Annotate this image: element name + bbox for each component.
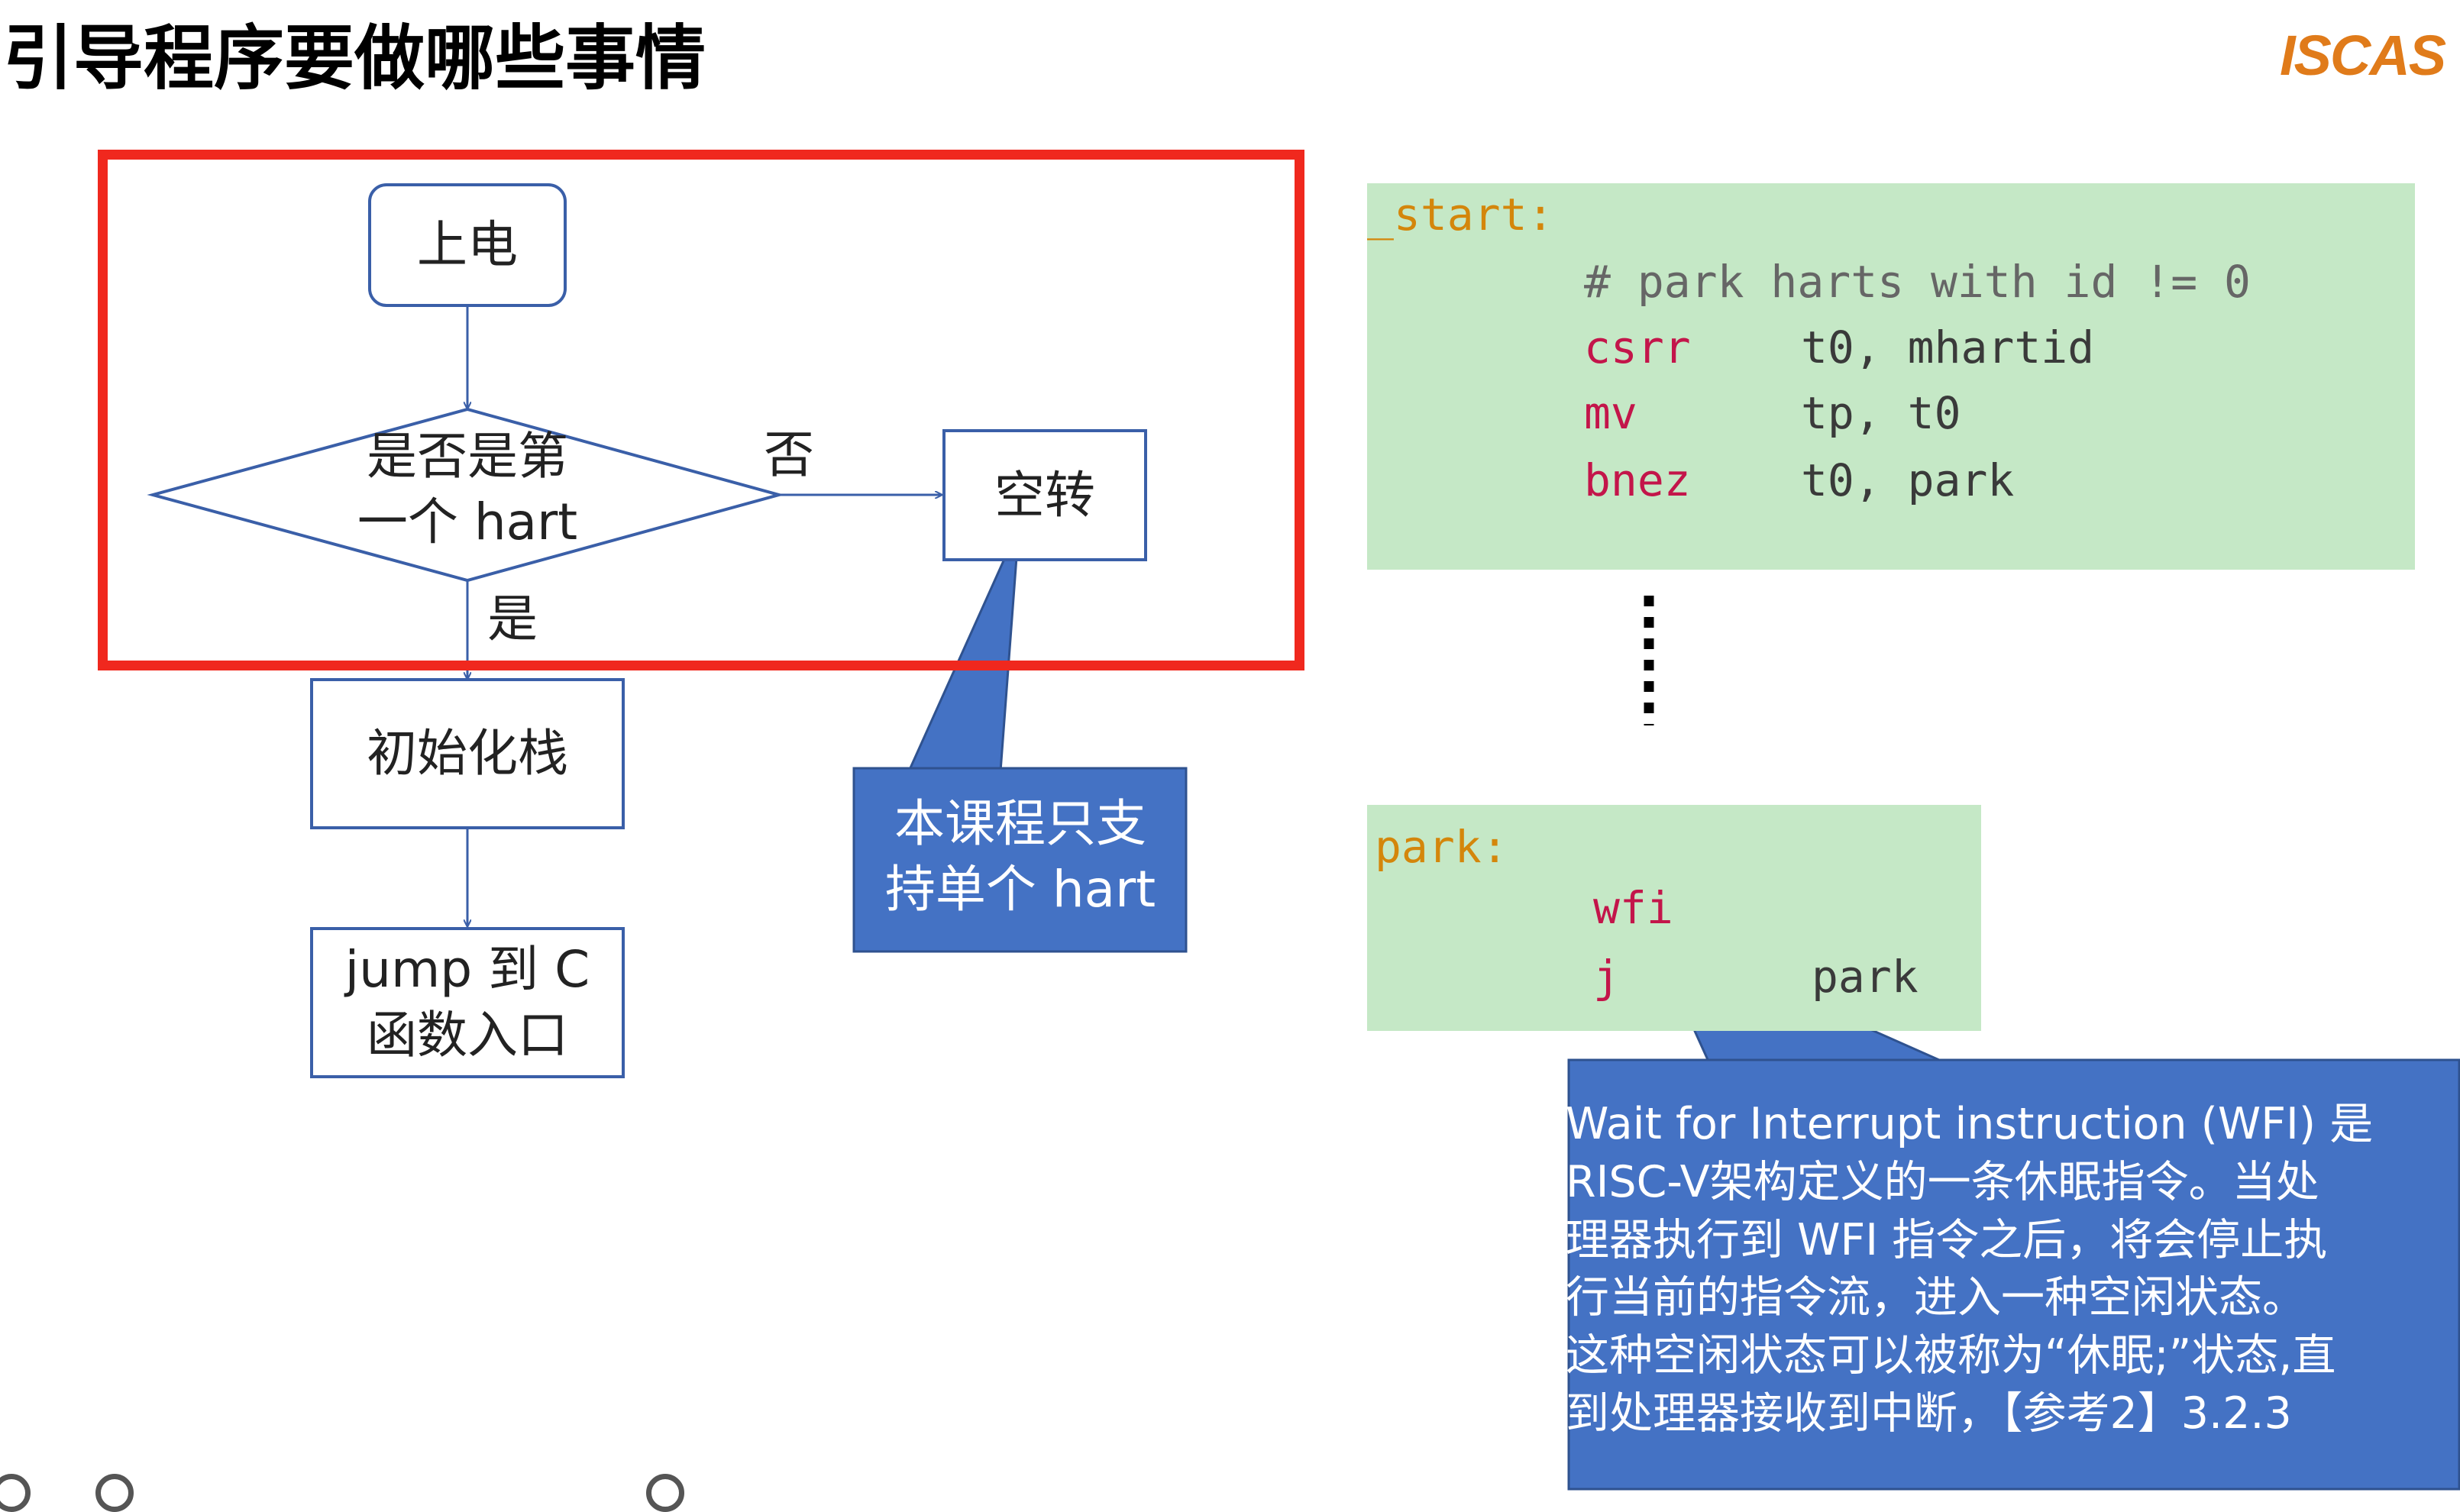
node-power-on: 上电 <box>368 183 567 307</box>
code-op: bnez <box>1584 454 1691 506</box>
code-op: j <box>1593 951 1620 1003</box>
node-init-stack: 初始化栈 <box>310 678 625 829</box>
wfi-note-line: Wait for Interrupt instruction (WFI) 是 <box>1566 1099 2374 1149</box>
code-args: t0, park <box>1801 454 2015 506</box>
no-label: 否 <box>764 425 814 484</box>
code-label-park: park: <box>1375 821 1508 873</box>
code-args: park <box>1812 951 1919 1003</box>
wfi-note-line: RISC-V架构定义的一条休眠指令。当处 <box>1566 1156 2319 1207</box>
code-args: tp, t0 <box>1801 387 1961 439</box>
code-op: csrr <box>1584 321 1691 373</box>
page-title: 引导程序要做哪些事情 <box>3 18 706 99</box>
code-args: t0, mhartid <box>1801 321 2095 373</box>
toolbar-circle-icon[interactable] <box>646 1474 684 1512</box>
code-block-start <box>1367 183 2415 570</box>
decision-label: 是否是第 一个 hart <box>357 427 578 551</box>
toolbar-circle-icon[interactable] <box>95 1474 134 1512</box>
node-spin: 空转 <box>942 429 1147 561</box>
code-label-start: _start: <box>1367 189 1554 241</box>
wfi-note: Wait for Interrupt instruction (WFI) 是 R… <box>1566 1096 2444 1443</box>
wfi-note-line: 行当前的指令流，进入一种空闲状态。 <box>1566 1272 2306 1323</box>
code-block-park <box>1367 805 1981 1031</box>
yes-label: 是 <box>487 590 538 648</box>
wfi-note-line: 到处理器接收到中断，【参考2】3.2.3 <box>1566 1388 2292 1439</box>
iscas-logo: ISCAS <box>2280 24 2446 87</box>
wfi-note-line: 理器执行到 WFI 指令之后，将会停止执 <box>1566 1214 2328 1265</box>
highlight-frame <box>98 150 1304 670</box>
callout-text: 本课程只支 持单个 hart <box>884 794 1156 919</box>
callout-box <box>852 767 1188 953</box>
code-op: wfi <box>1593 882 1673 934</box>
code-comment: # park harts with id != 0 <box>1584 256 2251 308</box>
code-op: mv <box>1584 387 1637 439</box>
wfi-callout-box <box>1567 1058 2460 1491</box>
wfi-note-line: 这种空闲状态可以被称为“休眠;”状态,直 <box>1566 1330 2336 1381</box>
node-jump-to-c: jump 到 C 函数入口 <box>310 927 625 1078</box>
